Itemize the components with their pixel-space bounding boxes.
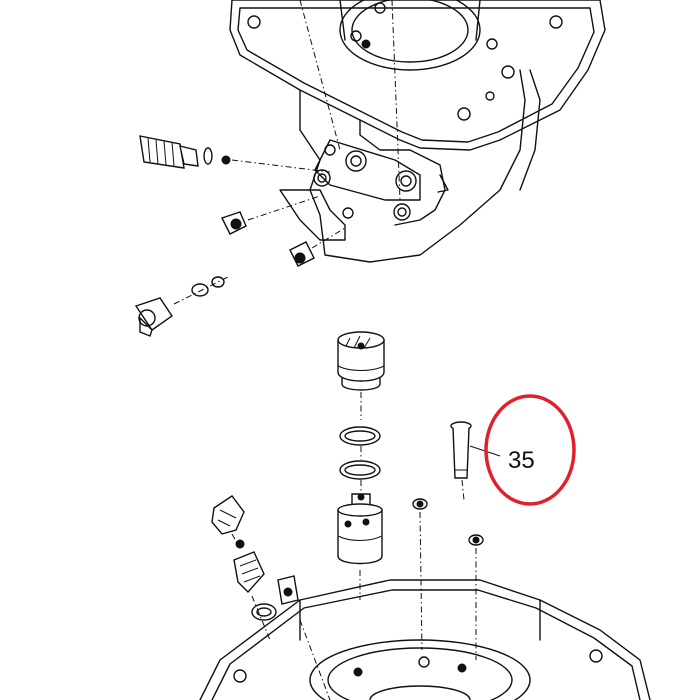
callout-35: 35 xyxy=(484,394,576,506)
plug-right xyxy=(289,227,346,267)
valve-stack xyxy=(337,331,385,600)
fitting-stack-left xyxy=(211,495,299,641)
drain-plug-assembly xyxy=(134,275,231,337)
cartridge-fitting-upper xyxy=(139,135,331,173)
upper-pump-housing xyxy=(229,0,606,263)
plug-left xyxy=(221,195,321,235)
pin-part-35 xyxy=(412,421,501,660)
callout-label: 35 xyxy=(508,447,535,474)
highlight-circle xyxy=(484,394,576,506)
lower-pump-housing xyxy=(199,579,651,700)
